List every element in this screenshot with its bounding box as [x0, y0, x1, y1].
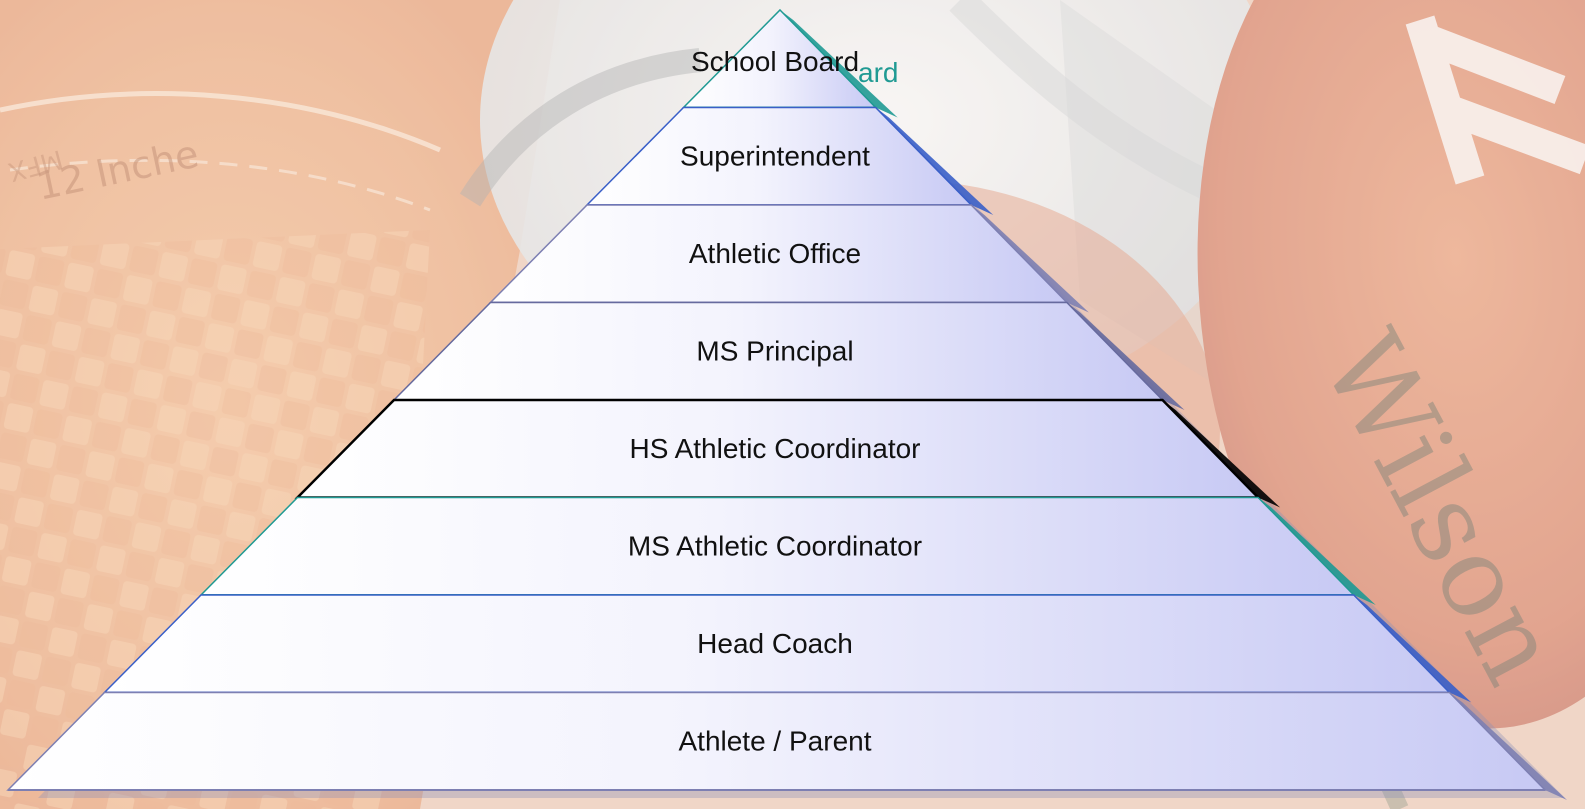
pyramid-tier-label: Head Coach — [697, 628, 853, 659]
pyramid-tier-edge — [1162, 400, 1281, 508]
pyramid-tier-edge — [875, 107, 994, 215]
pyramid-tier-label: Superintendent — [680, 140, 870, 171]
pyramid-tier-label: Athletic Office — [689, 238, 861, 269]
pyramid-tier-label: MS Athletic Coordinator — [628, 530, 922, 561]
pyramid-tier-edge — [1353, 595, 1472, 703]
pyramid-tier-edge — [1066, 302, 1185, 410]
ghost-text: ard — [858, 57, 898, 88]
pyramid-tier-label: HS Athletic Coordinator — [629, 433, 920, 464]
pyramid-tier-edge — [1449, 692, 1567, 800]
pyramid-tier-label: School Board — [691, 46, 859, 77]
pyramid-tier-edge — [780, 10, 898, 118]
pyramid-tier-label: MS Principal — [696, 335, 853, 366]
pyramid-tier-edge — [971, 205, 1089, 313]
pyramid-tier-label: Athlete / Parent — [678, 725, 871, 756]
pyramid-tier-edge — [1258, 497, 1376, 605]
